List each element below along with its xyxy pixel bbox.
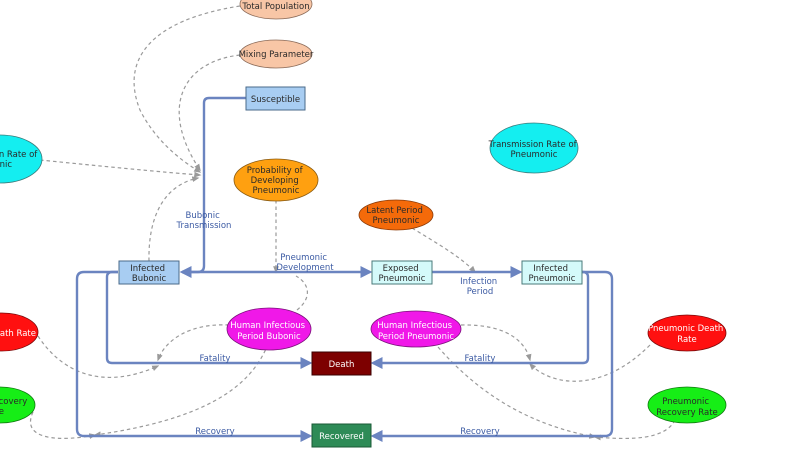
link-hib-recovery: [93, 343, 269, 438]
link-transmission-rate: [39, 159, 202, 178]
human-infectious-pneumonic-label: Human Infectious Period Pneumonic: [377, 321, 455, 342]
infected-bubonic-label: Infected Bubonic: [130, 264, 167, 284]
flows: [75, 96, 614, 442]
link-total-population: [133, 5, 241, 173]
link-pneumonic-recovery-rate: [593, 419, 676, 441]
variable-probability-pneumonic[interactable]: Probability of Developing Pneumonic: [233, 158, 319, 202]
variable-latent-period[interactable]: Latent Period Pneumonic: [358, 199, 434, 231]
variable-transmission-rate-bubonic[interactable]: n Rate of onic: [0, 134, 43, 184]
transmission-rate-pneumonic-label: Transmission Rate of Pneumonic: [488, 140, 580, 160]
total-population-label: Total Population: [241, 2, 309, 12]
exposed-pneumonic-label: Exposed Pneumonic: [379, 264, 426, 284]
stock-recovered[interactable]: Recovered: [311, 423, 372, 448]
variable-bubonic-death-rate[interactable]: eath Rate: [0, 312, 39, 352]
flow-label-fatality-right: Fatality: [465, 354, 496, 364]
flow-label-pneumonic-development: Pneumonic Development: [276, 253, 334, 273]
variable-pneumonic-recovery-rate[interactable]: Pneumonic Recovery Rate: [647, 386, 727, 424]
link-hip-recovery: [437, 346, 597, 439]
infected-pneumonic-label: Infected Pneumonic: [529, 264, 576, 284]
link-hib-fatality: [157, 324, 230, 362]
flow-label-infection-period: Infection Period: [460, 277, 500, 297]
link-hib-to-development: [295, 275, 308, 311]
link-pneumonic-death-rate: [529, 344, 651, 382]
human-infectious-bubonic-label: Human Infectious Period Bubonic: [230, 321, 308, 342]
variable-pneumonic-death-rate[interactable]: Pneumonic Death Rate: [647, 314, 727, 352]
link-infected-bubonic: [148, 176, 200, 262]
flow-recovery-pneumonic: [370, 270, 614, 442]
pneumonic-death-rate-label: Pneumonic Death Rate: [648, 324, 726, 345]
recovered-label: Recovered: [319, 432, 364, 442]
bubonic-recovery-rate-label: covery e: [0, 397, 30, 417]
variable-bubonic-recovery-rate[interactable]: covery e: [0, 386, 36, 424]
probability-pneumonic-label: Probability of Developing Pneumonic: [247, 166, 306, 196]
link-bubonic-death-rate: [37, 335, 160, 379]
stock-infected-bubonic[interactable]: Infected Bubonic: [118, 260, 180, 285]
variable-human-infectious-pneumonic[interactable]: Human Infectious Period Pneumonic: [370, 310, 462, 348]
link-bubonic-recovery-rate: [30, 411, 97, 439]
stock-infected-pneumonic[interactable]: Infected Pneumonic: [521, 260, 583, 285]
variable-human-infectious-bubonic[interactable]: Human Infectious Period Bubonic: [226, 307, 312, 351]
flow-label-recovery-left: Recovery: [195, 427, 234, 437]
susceptible-label: Susceptible: [251, 95, 300, 105]
latent-period-label: Latent Period Pneumonic: [366, 206, 425, 226]
variable-total-population[interactable]: Total Population: [239, 0, 313, 20]
pneumonic-recovery-rate-label: Pneumonic Recovery Rate: [656, 397, 718, 418]
variable-transmission-rate-pneumonic[interactable]: Transmission Rate of Pneumonic: [488, 122, 580, 174]
transmission-rate-bubonic-label: n Rate of onic: [0, 150, 40, 170]
death-label: Death: [329, 360, 355, 370]
bubonic-death-rate-label: eath Rate: [0, 329, 36, 339]
flow-label-bubonic-transmission: Bubonic Transmission: [176, 211, 232, 231]
link-mixing-parameter: [178, 54, 241, 172]
flow-label-fatality-left: Fatality: [200, 354, 231, 364]
link-latent: [411, 227, 476, 274]
stock-death[interactable]: Death: [311, 351, 372, 376]
stock-susceptible[interactable]: Susceptible: [245, 86, 306, 111]
flow-recovery-bubonic: [75, 270, 313, 442]
mixing-parameter-label: Mixing Parameter: [239, 50, 314, 60]
flow-label-recovery-right: Recovery: [460, 427, 499, 437]
stock-exposed-pneumonic[interactable]: Exposed Pneumonic: [371, 260, 433, 285]
variable-mixing-parameter[interactable]: Mixing Parameter: [239, 39, 314, 69]
dependency-links: [30, 5, 676, 441]
